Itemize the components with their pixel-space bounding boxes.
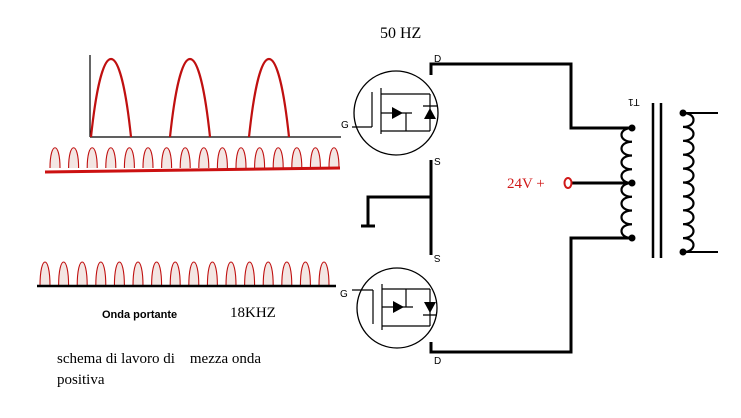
pwm-pulses-bottom (39, 261, 330, 287)
secondary-top-dot (679, 109, 687, 117)
mosfet-top-arrow (392, 107, 403, 119)
caption-line-2: positiva (57, 372, 105, 388)
mosfet-bottom-body-diode (424, 302, 436, 313)
mosfet-top-drain-label: D (434, 54, 442, 65)
circuit-wires (361, 62, 718, 354)
carrier-pwm-train (37, 261, 336, 288)
supply-label: 24V + (507, 176, 545, 192)
pwm-top-baseline (44, 166, 341, 174)
label-50hz: 50 HZ (380, 25, 422, 42)
mosfet-bottom (352, 267, 438, 349)
supply-terminal (563, 177, 573, 189)
half-wave-plot (89, 55, 341, 138)
transformer-secondary-coil (682, 111, 695, 254)
wire-drain-bottom (429, 236, 632, 354)
mosfet-bottom-drain-label: D (434, 356, 442, 367)
modulated-pwm-train (44, 147, 341, 174)
mosfet-top-source-label: S (434, 157, 441, 168)
primary-bottom-dot (628, 234, 636, 242)
primary-center-dot (628, 179, 636, 187)
wire-ground (366, 195, 431, 226)
mosfet-bottom-body (356, 267, 438, 349)
mosfet-top-body-diode (424, 108, 436, 119)
half-wave-hump-2 (168, 57, 212, 138)
mosfet-top (352, 70, 439, 156)
mosfet-top-gate-label: G (341, 120, 349, 131)
label-18khz: 18KHZ (230, 305, 276, 321)
half-wave-hump-1 (89, 57, 133, 138)
mosfet-bottom-gate-label: G (340, 289, 348, 300)
half-wave-hump-3 (247, 57, 291, 138)
mosfet-top-body (353, 70, 439, 156)
wire-drain-top (429, 62, 632, 130)
mosfet-bottom-arrow (393, 301, 404, 313)
pwm-pulses-top (49, 147, 340, 169)
transformer (620, 103, 695, 258)
carrier-label: Onda portante (102, 309, 178, 321)
secondary-bottom-dot (679, 248, 687, 256)
caption-line-1: schema di lavoro di mezza onda (57, 351, 262, 367)
transformer-label: T1 (628, 96, 640, 107)
primary-top-dot (628, 124, 636, 132)
mosfet-bottom-source-label: S (434, 252, 441, 263)
